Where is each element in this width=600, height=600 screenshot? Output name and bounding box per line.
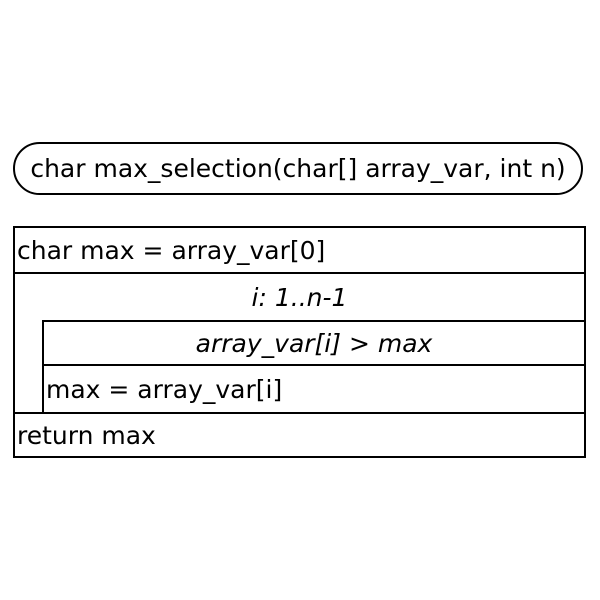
- return-statement: return max: [15, 412, 584, 456]
- return-statement-text: return max: [17, 420, 156, 450]
- function-signature-box: char max_selection(char[] array_var, int…: [13, 142, 583, 195]
- nassi-shneiderman-diagram: char max = array_var[0] i: 1..n-1 array_…: [13, 226, 586, 458]
- condition-text: array_var[i] > max: [195, 328, 433, 358]
- assign-statement-text: max = array_var[i]: [46, 374, 283, 404]
- init-statement: char max = array_var[0]: [15, 228, 584, 274]
- condition-block: array_var[i] > max: [42, 320, 584, 366]
- assign-statement: max = array_var[i]: [42, 366, 584, 412]
- loop-header-text: i: 1..n-1: [251, 282, 348, 312]
- init-statement-text: char max = array_var[0]: [17, 235, 326, 265]
- function-signature: char max_selection(char[] array_var, int…: [30, 154, 566, 183]
- loop-header: i: 1..n-1: [15, 274, 584, 320]
